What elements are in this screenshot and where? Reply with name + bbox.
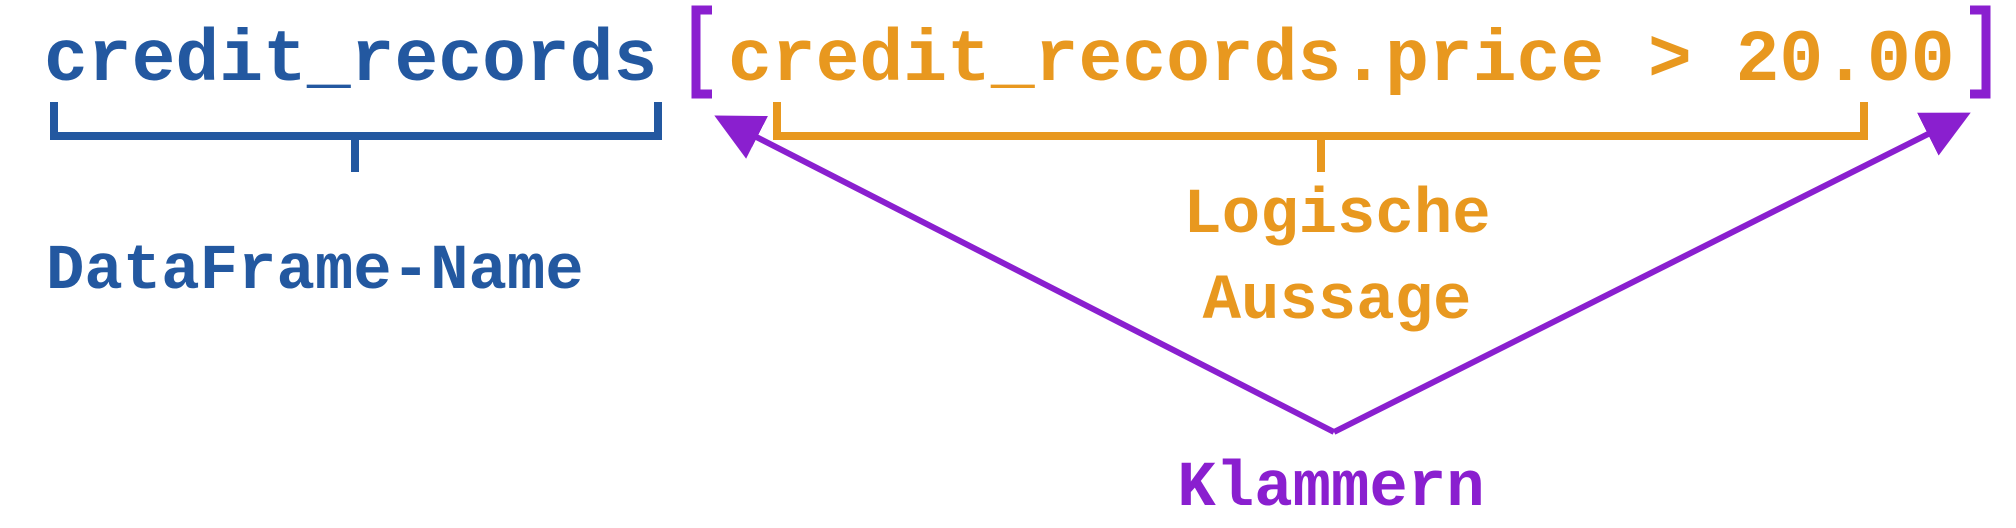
condition-code: credit_records.price > 20.00 (728, 19, 1955, 102)
logical-statement-label-line2: Aussage (1203, 266, 1472, 338)
brackets-label: Klammern (1177, 453, 1484, 525)
dataframe-brace (50, 102, 662, 172)
arrow-to-open-bracket (714, 115, 1336, 435)
dataframe-name-label: DataFrame-Name (46, 236, 584, 308)
open-bracket (691, 5, 712, 99)
condition-brace (773, 102, 1868, 172)
logical-statement-label-line1: Logische (1183, 180, 1490, 252)
arrow-to-close-bracket (1332, 112, 1971, 435)
dataframe-code: credit_records (44, 19, 657, 102)
close-bracket (1970, 5, 1991, 99)
